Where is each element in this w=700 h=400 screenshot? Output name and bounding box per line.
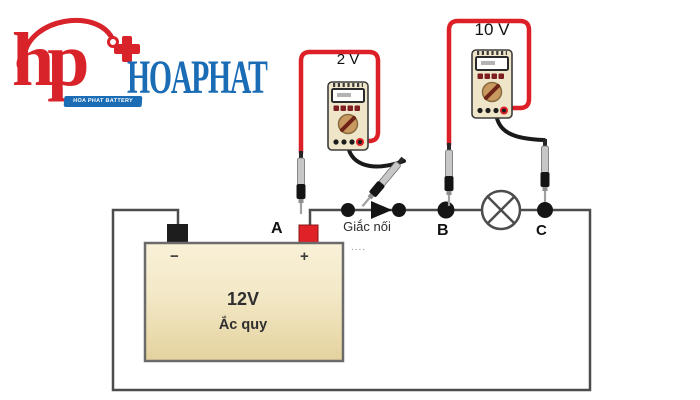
node-a-label: A <box>271 220 283 237</box>
multimeter-1 <box>327 81 369 151</box>
headphone-arc-icon <box>16 17 119 68</box>
node-b-label: B <box>437 222 449 239</box>
meter2-display-digits <box>481 61 495 65</box>
meter1-dial-knob <box>340 116 356 132</box>
plus-icon <box>114 44 140 54</box>
meter2-reading-label: 10 V <box>474 20 510 39</box>
lamp <box>480 189 522 231</box>
connector-label: Giắc nối <box>343 219 391 234</box>
node-b-dot <box>437 201 455 219</box>
probe-b-red <box>444 143 454 206</box>
connector-dot-right <box>392 203 406 217</box>
battery-body <box>143 241 345 363</box>
battery-minus-label: − <box>170 248 179 265</box>
connector <box>341 201 406 219</box>
meter2-jacks <box>477 106 508 115</box>
probe-c-black <box>540 139 550 202</box>
probe-a-red <box>296 151 306 214</box>
meter1-buttons <box>333 105 360 111</box>
meter2-red-lead <box>446 18 532 148</box>
battery <box>143 224 345 363</box>
circuit-loop-wire <box>111 208 592 392</box>
meter1-display-digits <box>337 93 351 97</box>
logo-hp-text: hp <box>12 18 90 102</box>
meter1-jacks <box>333 138 364 146</box>
connector-dot-left <box>341 203 355 217</box>
battery-terminal-positive <box>298 224 319 245</box>
meter2-dial-knob <box>484 84 500 100</box>
battery-voltage-label: 12V <box>226 289 260 309</box>
lamp-cross-line <box>487 196 515 224</box>
hoaphat-logo: hp HOA PHAT BATTERY HOAPHAT <box>0 0 280 125</box>
meter1-reading-label: 2 V <box>336 51 360 68</box>
meter1-red-lead <box>298 49 381 156</box>
ellipsis-mark: .... <box>351 242 367 253</box>
connector-arrow-icon <box>371 201 392 219</box>
battery-plus-label: + <box>300 248 309 265</box>
node-c-label: C <box>536 222 547 239</box>
probe-b-black-diagonal <box>361 156 405 207</box>
node-c-dot <box>537 202 553 218</box>
battery-terminal-negative <box>167 224 188 244</box>
logo-brand-text: HOAPHAT <box>127 51 268 104</box>
meter2-buttons <box>477 73 504 79</box>
multimeter-2 <box>471 49 513 119</box>
battery-name-label: Ắc quy <box>218 317 268 333</box>
